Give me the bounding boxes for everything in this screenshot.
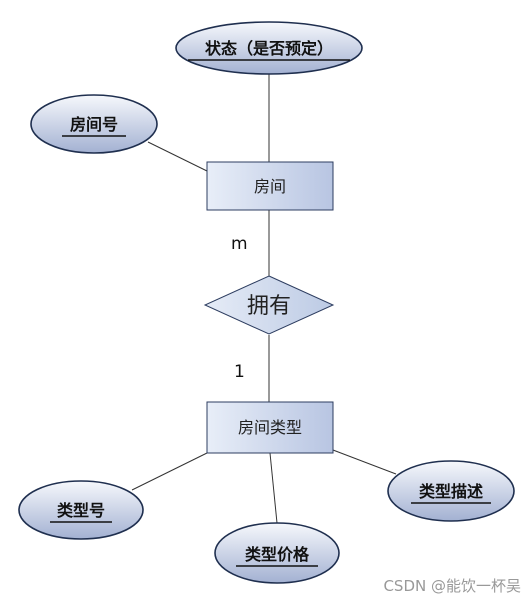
attribute-type-price: 类型价格 (214, 522, 340, 584)
attribute-type-no-label: 类型号 (57, 501, 105, 520)
attribute-type-price-label: 类型价格 (245, 545, 310, 564)
attribute-type-no: 类型号 (18, 480, 144, 540)
relationship-owns-label: 拥有 (247, 294, 291, 319)
entity-room-type: 房间类型 (206, 401, 334, 454)
relationship-owns: 拥有 (203, 275, 335, 335)
connector-roomtype-typeprice (269, 452, 278, 524)
entity-room: 房间 (206, 161, 334, 211)
watermark-text: CSDN @能饮一杯吴 (383, 577, 521, 595)
attribute-room-no: 房间号 (30, 94, 158, 154)
cardinality-room: m (231, 234, 248, 254)
attribute-status-label: 状态（是否预定） (205, 39, 333, 58)
connector-roomno-room (147, 141, 208, 172)
connector-roomtype-typedesc (332, 449, 397, 475)
attribute-type-desc: 类型描述 (387, 460, 515, 522)
cardinality-room-type: 1 (234, 362, 245, 382)
attribute-status: 状态（是否预定） (175, 21, 363, 75)
entity-room-type-label: 房间类型 (238, 418, 302, 437)
entity-room-label: 房间 (254, 177, 286, 196)
attribute-room-no-label: 房间号 (70, 115, 118, 134)
attribute-type-desc-label: 类型描述 (419, 482, 483, 501)
connector-roomtype-typeno (131, 452, 208, 491)
